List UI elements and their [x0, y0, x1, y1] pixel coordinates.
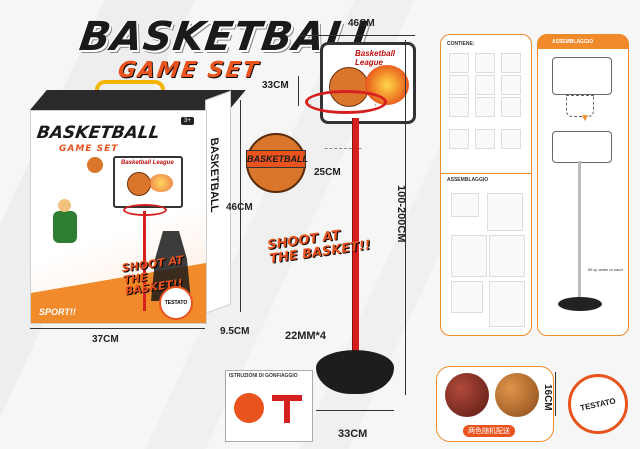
- box-title: BASKETBALL: [35, 123, 161, 143]
- box-side-label: BASKETBALL: [208, 135, 220, 215]
- pump-icon: [272, 395, 302, 401]
- hoop-height-line: [298, 76, 299, 106]
- step-base: [558, 297, 602, 311]
- step-pole: [578, 161, 581, 301]
- contents-heading: CONTIENE:: [447, 41, 475, 47]
- backboard-label: Basketball League: [355, 49, 396, 67]
- step-net: [566, 95, 594, 117]
- assembly-right-heading: ASSEMBLAGGIO: [552, 39, 594, 45]
- box-subtitle: GAME SET: [59, 144, 119, 154]
- assembly-panel: ASSEMBLAGGIO ▼ fill up water or sand: [537, 34, 629, 336]
- testato-label: TESTATO: [579, 395, 617, 413]
- hoop-height-label: 33CM: [262, 80, 289, 91]
- pump-heading: ISTRUZIONI DI GONFIAGGIO: [229, 373, 298, 379]
- assembly-heading: ASSEMBLAGGIO: [447, 177, 489, 183]
- box-height-label: 46CM: [226, 202, 253, 213]
- box-ball-icon: [127, 172, 151, 196]
- pole-height-line: [405, 40, 406, 395]
- balls-panel: 两色随机配送: [436, 366, 554, 442]
- ball-size-label: 16CM: [542, 384, 553, 411]
- box-front: BASKETBALL GAME SET 3+ Basketball League…: [30, 110, 207, 324]
- player-head: [58, 199, 71, 212]
- pump-instructions: ISTRUZIONI DI GONFIAGGIO: [225, 370, 313, 442]
- base-width-line: [316, 410, 394, 411]
- fill-note: fill up water or sand: [588, 267, 623, 272]
- backboard-width-label: 46CM: [348, 18, 375, 29]
- contents-panel: CONTIENE: ASSEMBLAGGIO: [440, 34, 532, 336]
- ball-size-line: [555, 372, 556, 416]
- pole-height-label: 100-200CM: [395, 185, 407, 243]
- base-width-label: 33CM: [338, 428, 368, 440]
- box-width-label: 37CM: [92, 334, 119, 345]
- pump-ball-icon: [234, 393, 264, 423]
- box-backboard-label: Basketball League: [121, 160, 174, 166]
- box-height-line: [240, 100, 241, 312]
- box-testato-badge: TESTATO: [159, 286, 193, 320]
- testato-badge: TESTATO: [568, 374, 628, 434]
- balls-caption: 两色随机配送: [463, 425, 515, 437]
- box-backboard: Basketball League: [113, 156, 183, 208]
- box-depth-label: 9.5CM: [220, 326, 250, 337]
- box-sport-tag: SPORT!!: [39, 307, 76, 317]
- pole-thickness-label: 22MM*4: [285, 330, 326, 342]
- ball-red-icon: [445, 373, 489, 417]
- step-backboard: [552, 57, 612, 95]
- hoop-rim: [305, 90, 387, 114]
- player-figure: [53, 211, 77, 243]
- flame-icon: [149, 174, 173, 192]
- pump-handle-icon: [284, 401, 290, 423]
- hoop-diameter-label: 25CM: [314, 167, 341, 178]
- box-pole: [143, 211, 146, 311]
- backboard-width-line: [300, 35, 415, 36]
- step-backboard-2: [552, 131, 612, 163]
- flying-ball-icon: [87, 157, 103, 173]
- ball-orange-icon: [495, 373, 539, 417]
- base: [316, 350, 394, 394]
- logo-label: BASKETBALL: [246, 150, 308, 168]
- age-badge: 3+: [181, 117, 194, 125]
- pole: [352, 118, 359, 352]
- arrow-down-icon: ▼: [580, 113, 590, 124]
- box-width-line: [30, 328, 205, 329]
